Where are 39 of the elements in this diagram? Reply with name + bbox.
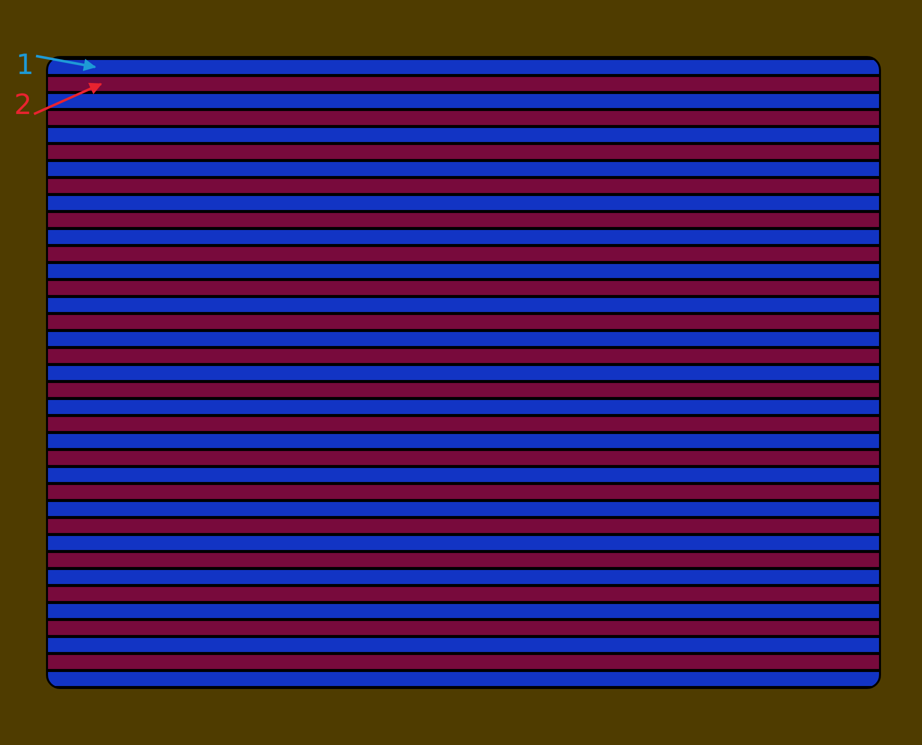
stripe <box>48 519 879 533</box>
stripe <box>48 247 879 261</box>
stripe <box>48 434 879 448</box>
stripe <box>48 604 879 618</box>
callout-number: 1 <box>14 50 36 80</box>
stripe <box>48 383 879 397</box>
stripe <box>48 60 879 74</box>
stripe <box>48 332 879 346</box>
stripe <box>48 366 879 380</box>
stripe <box>48 145 879 159</box>
stripe <box>48 264 879 278</box>
stripe <box>48 196 879 210</box>
stripe <box>48 553 879 567</box>
stripe <box>48 621 879 635</box>
stripe <box>48 111 879 125</box>
stripe <box>48 655 879 669</box>
stripe <box>48 587 879 601</box>
stripe <box>48 638 879 652</box>
stripe <box>48 213 879 227</box>
stripe <box>48 94 879 108</box>
stripe <box>48 502 879 516</box>
stripe <box>48 162 879 176</box>
stripe <box>48 315 879 329</box>
callout-number: 2 <box>12 90 34 120</box>
stripe <box>48 179 879 193</box>
stripe <box>48 451 879 465</box>
stripe <box>48 468 879 482</box>
stripe <box>48 417 879 431</box>
stripe <box>48 128 879 142</box>
stripe <box>48 485 879 499</box>
stripe <box>48 77 879 91</box>
stripe <box>48 349 879 363</box>
stripe <box>48 672 879 686</box>
stripe <box>48 400 879 414</box>
stripe <box>48 281 879 295</box>
stripe <box>48 298 879 312</box>
stripe <box>48 536 879 550</box>
stripe <box>48 570 879 584</box>
stripe <box>48 230 879 244</box>
